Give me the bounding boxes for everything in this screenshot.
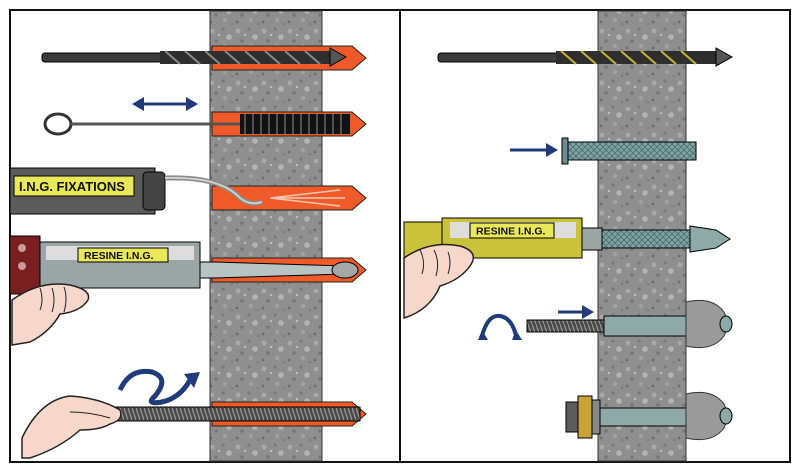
step-insert-left [21,368,367,459]
rotate-arrow-icon [478,313,522,340]
step-sleeve-right [510,137,697,165]
mesh-sleeve-icon [561,137,697,165]
resin-plug [603,299,733,349]
step-inject-left: RESINE I.N.G. [9,235,367,346]
right-cartridge-label: RESINE I.N.G. [476,226,546,238]
step-inject-right: RESINE I.N.G. [403,217,731,320]
double-arrow-icon [132,97,198,111]
step-drill-right [437,47,734,67]
anchored-sleeve [599,407,691,427]
push-arrow-icon [558,305,594,319]
drill-bit-icon [437,47,734,67]
step-brush-left [43,97,367,137]
rod-end [719,407,733,425]
resin-gun-icon: RESINE I.N.G. [9,235,359,295]
drill-bit-icon [41,47,348,67]
push-arrow-icon [510,143,558,157]
step-drill-left [41,45,367,71]
left-cartridge-label: RESINE I.N.G. [84,250,154,262]
step-nut-right [565,391,733,441]
hand-icon [403,243,475,320]
rotate-arrow-icon [117,368,200,406]
step-blow-left: I.N.G. FIXATIONS [9,167,367,215]
left-gun-label: I.N.G. FIXATIONS [19,179,125,194]
nut-washer-icon [565,395,601,439]
concrete-wall-left [209,10,323,462]
hand-icon [11,283,90,346]
resin-gun-icon: RESINE I.N.G. [403,217,731,267]
cleaning-brush-icon [43,112,350,136]
threaded-rod-icon [89,406,361,422]
step-rod-right [478,299,733,349]
threaded-rod-icon [526,319,608,333]
blow-pump-icon: I.N.G. FIXATIONS [9,167,263,215]
hand-icon [21,395,122,459]
